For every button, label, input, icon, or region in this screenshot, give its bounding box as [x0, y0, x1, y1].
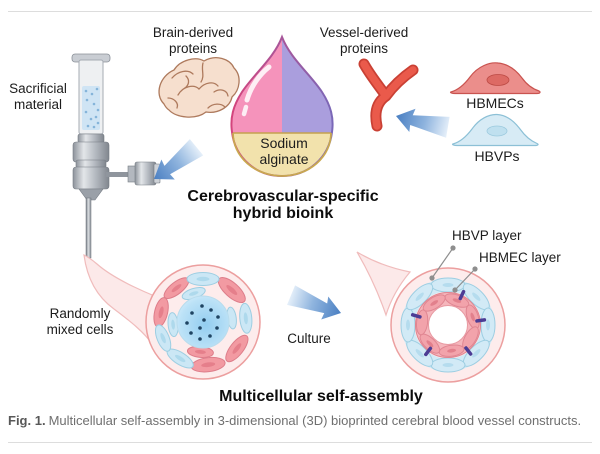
hbmec-layer-ring [415, 292, 481, 358]
sacrificial-microgel-dots [84, 87, 100, 129]
sodium-alginate-label: Sodium alginate [259, 135, 309, 167]
bioink-title: Cerebrovascular-specific hybrid bioink [187, 188, 379, 222]
syringe-icon [71, 53, 161, 259]
mixed-cells-cross-section-icon [83, 253, 261, 380]
blood-vessel-icon [358, 58, 419, 132]
core-dots [185, 304, 220, 341]
hbmecs-label: HBMECs [466, 95, 524, 111]
hbvp-cell-icon [451, 113, 539, 147]
label-pointer-lines [431, 247, 476, 291]
sacrificial-material-label: Sacrificial material [9, 81, 67, 112]
figure-caption: Fig. 1.Multicellular self-assembly in 3-… [8, 412, 596, 429]
pointer-dots [429, 245, 478, 293]
hbmec-cell-icon [449, 62, 541, 95]
needle [85, 197, 92, 259]
bottom-divider [8, 442, 592, 443]
blue-arrow-icon [392, 103, 452, 142]
blue-arrow-icon [285, 284, 345, 325]
mixed-pink-cells [153, 276, 249, 373]
brain-derived-label: Brain-derived proteins [152, 25, 234, 56]
caption-fig-number: Fig. 1. [8, 413, 46, 428]
assembly-title: Multicellular self-assembly [219, 388, 423, 405]
hbmec-layer-label: HBMEC layer [479, 250, 561, 265]
brain-icon [158, 57, 240, 118]
mixed-blue-cells [154, 272, 253, 369]
randomly-mixed-label: Randomly mixed cells [46, 306, 114, 337]
assembled-vessel-cross-section-icon [356, 245, 506, 383]
hbvp-layer-label: HBVP layer [452, 228, 522, 243]
crosslinked-core [176, 295, 230, 349]
culture-label: Culture [287, 331, 331, 346]
vessel-derived-label: Vessel-derived proteins [319, 25, 409, 56]
caption-text: Multicellular self-assembly in 3-dimensi… [48, 413, 582, 428]
top-divider [8, 11, 592, 12]
vessel-lumen [428, 305, 468, 345]
junction-marks [410, 289, 487, 357]
hbvps-label: HBVPs [474, 148, 520, 164]
hbvp-layer-ring [400, 277, 496, 373]
